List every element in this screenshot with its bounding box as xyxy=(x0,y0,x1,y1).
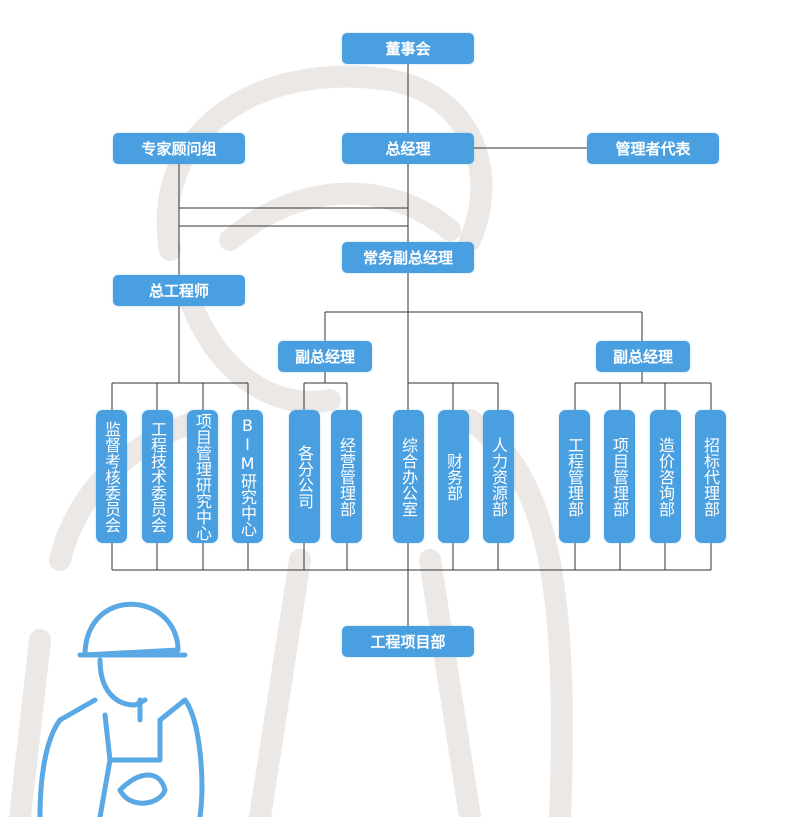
board-box: 董事会 xyxy=(342,33,474,64)
department-box: 工程管理部 xyxy=(559,410,590,543)
department-box: 项目管理部 xyxy=(604,410,635,543)
department-box: 人力资源部 xyxy=(483,410,514,543)
department-box: 招标代理部 xyxy=(695,410,726,543)
department-box: 工程技术委员会 xyxy=(142,410,173,543)
general-manager-box: 总经理 xyxy=(342,133,474,164)
vp-left-box: 副总经理 xyxy=(278,341,372,372)
chief-engineer-box: 总工程师 xyxy=(113,275,245,306)
executive-vp-box: 常务副总经理 xyxy=(342,242,474,273)
department-box: 财务部 xyxy=(438,410,469,543)
department-box: 监督考核委员会 xyxy=(96,410,127,543)
department-box: BIM研究中心 xyxy=(232,410,263,543)
department-box: 综合办公室 xyxy=(393,410,424,543)
department-box: 造价咨询部 xyxy=(650,410,681,543)
connector-lines xyxy=(111,64,712,626)
project-dept-box: 工程项目部 xyxy=(342,626,474,657)
blue-worker-icon xyxy=(37,601,205,817)
expert-advisory-box: 专家顾问组 xyxy=(113,133,245,164)
department-box: 项目管理研究中心 xyxy=(187,410,218,543)
department-box: 经营管理部 xyxy=(331,410,362,543)
vp-right-box: 副总经理 xyxy=(596,341,690,372)
management-rep-box: 管理者代表 xyxy=(587,133,719,164)
department-box: 各分公司 xyxy=(289,410,320,543)
